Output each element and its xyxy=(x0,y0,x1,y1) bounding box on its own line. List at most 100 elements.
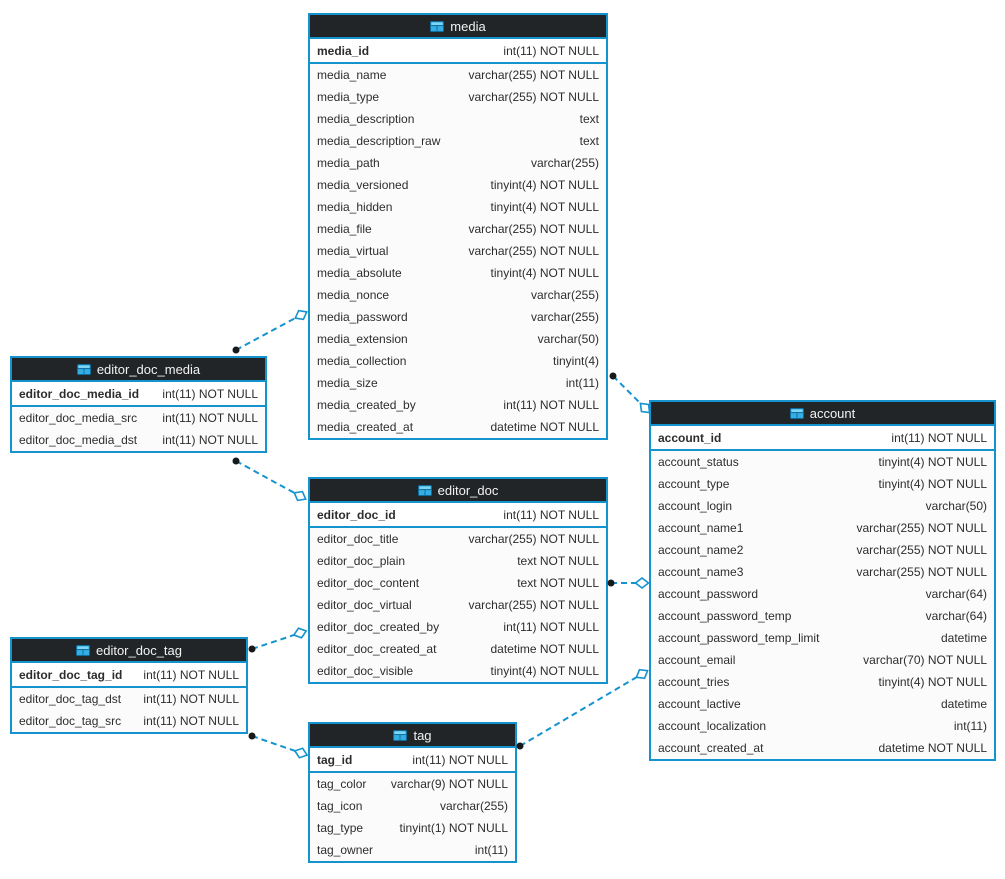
relationship-editor_doc-account[interactable] xyxy=(607,576,650,590)
relationship-media-account[interactable] xyxy=(609,372,651,414)
table-header[interactable]: editor_doc xyxy=(310,479,606,503)
table-header[interactable]: account xyxy=(651,402,994,426)
relationship-editor_doc_media-editor_doc[interactable] xyxy=(232,457,307,502)
relationship-line[interactable] xyxy=(251,632,301,650)
table-title: editor_doc xyxy=(437,482,499,498)
column-type: tinyint(4) NOT NULL xyxy=(490,266,599,280)
relationship-line[interactable] xyxy=(251,735,302,754)
column-row[interactable]: account_localization int(11) xyxy=(651,715,994,737)
column-type: varchar(255) NOT NULL xyxy=(468,244,600,258)
column-name: media_absolute xyxy=(317,266,402,280)
column-type: int(11) NOT NULL xyxy=(162,411,258,425)
column-name: tag_icon xyxy=(317,799,363,813)
cardinality-diamond-icon xyxy=(294,309,308,321)
column-name: media_description xyxy=(317,112,415,126)
relationship-line[interactable] xyxy=(235,460,301,497)
table-header[interactable]: editor_doc_tag xyxy=(12,639,246,663)
column-type: int(11) xyxy=(953,719,987,733)
column-row[interactable]: media_absolute tinyint(4) NOT NULL xyxy=(310,262,606,284)
table-header[interactable]: editor_doc_media xyxy=(12,358,265,382)
table-header[interactable]: tag xyxy=(310,724,515,748)
column-type: text NOT NULL xyxy=(517,554,599,568)
column-type: int(11) NOT NULL xyxy=(143,692,239,706)
relationship-editor_doc_tag-tag[interactable] xyxy=(248,732,309,759)
column-name: editor_doc_media_id xyxy=(19,386,140,401)
column-name: media_nonce xyxy=(317,288,390,302)
relationship-line[interactable] xyxy=(235,314,302,351)
column-name: account_email xyxy=(658,653,736,667)
table-header[interactable]: media xyxy=(310,15,606,39)
column-name: account_name2 xyxy=(658,543,744,557)
column-type: varchar(255) xyxy=(530,156,599,170)
table-title: media xyxy=(450,18,486,34)
column-name: media_hidden xyxy=(317,200,393,214)
table-icon xyxy=(430,20,445,32)
relationship-editor_doc_tag-editor_doc[interactable] xyxy=(248,627,308,653)
relationship-editor_doc_media-media[interactable] xyxy=(232,309,308,354)
column-type: datetime NOT NULL xyxy=(490,420,600,434)
table-icon xyxy=(76,363,91,375)
relationship-line[interactable] xyxy=(612,375,646,409)
column-name: account_localization xyxy=(658,719,767,733)
relationship-line[interactable] xyxy=(519,673,643,747)
table-title: editor_doc_media xyxy=(96,361,201,377)
